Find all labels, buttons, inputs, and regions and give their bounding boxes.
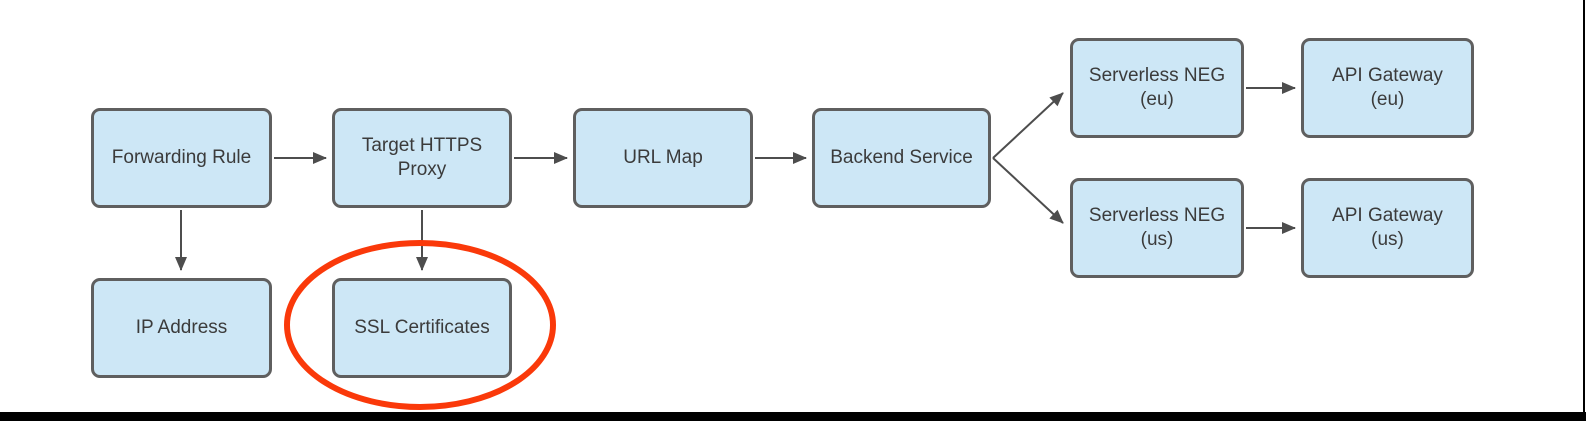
node-api-gateway-us-label: API Gateway xyxy=(1332,205,1443,226)
node-api-gateway-eu: API Gateway (eu) xyxy=(1301,38,1474,138)
window-edge-bottom xyxy=(0,412,1586,421)
node-serverless-neg-eu: Serverless NEG (eu) xyxy=(1070,38,1244,138)
window-edge-right xyxy=(1583,0,1585,413)
node-ip-address: IP Address xyxy=(91,278,272,378)
node-target-https-proxy-label: Target HTTPS xyxy=(361,135,483,156)
node-serverless-neg-eu-label-line2: (eu) xyxy=(1140,89,1174,110)
node-serverless-neg-eu-label: Serverless NEG xyxy=(1088,65,1226,86)
node-forwarding-rule: Forwarding Rule xyxy=(91,108,272,208)
node-target-https-proxy-label-line2: Proxy xyxy=(397,159,447,180)
node-api-gateway-eu-label: API Gateway xyxy=(1332,65,1443,86)
node-serverless-neg-us-label-line2: (us) xyxy=(1140,229,1174,250)
node-ip-address-label: IP Address xyxy=(135,317,228,338)
node-ssl-certificates: SSL Certificates xyxy=(332,278,512,378)
node-api-gateway-us-label-line2: (us) xyxy=(1371,229,1404,250)
node-ssl-certificates-label: SSL Certificates xyxy=(354,317,490,338)
node-api-gateway-us: API Gateway (us) xyxy=(1301,178,1474,278)
edge-backend-service-to-serverless-neg-eu xyxy=(992,92,1064,159)
node-backend-service-label: Backend Service xyxy=(830,147,973,168)
node-url-map: URL Map xyxy=(573,108,753,208)
edge-backend-service-to-serverless-neg-us xyxy=(992,157,1064,224)
node-backend-service: Backend Service xyxy=(812,108,991,208)
node-target-https-proxy: Target HTTPS Proxy xyxy=(332,108,512,208)
node-forwarding-rule-label: Forwarding Rule xyxy=(111,147,252,168)
node-serverless-neg-us-label: Serverless NEG xyxy=(1088,205,1226,226)
node-api-gateway-eu-label-line2: (eu) xyxy=(1370,89,1405,110)
node-url-map-label: URL Map xyxy=(623,147,703,168)
node-serverless-neg-us: Serverless NEG (us) xyxy=(1070,178,1244,278)
